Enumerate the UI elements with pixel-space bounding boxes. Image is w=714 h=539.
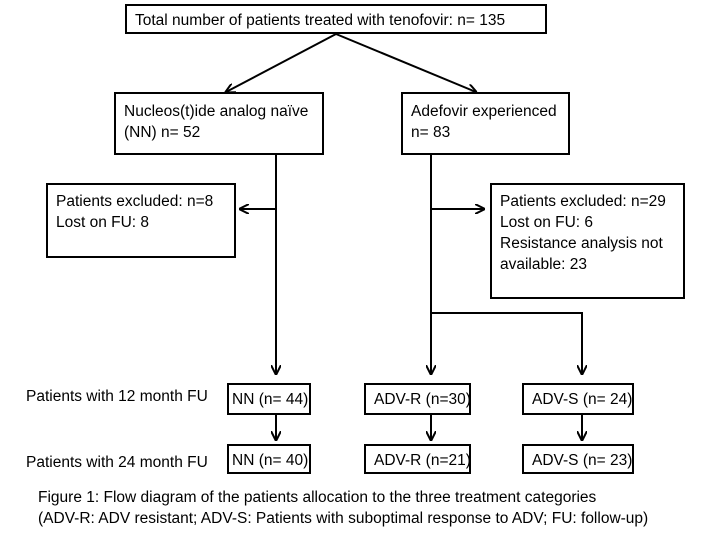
row-label-12-month: Patients with 12 month FU — [26, 388, 208, 405]
excluded-nn-box: Patients excluded: n=8 Lost on FU: 8 — [46, 183, 236, 258]
nn-24-text: NN (n= 40) — [232, 452, 309, 469]
nn-text-line2: (NN) n= 52 — [124, 124, 201, 141]
caption-line2: (ADV-R: ADV resistant; ADV-S: Patients w… — [38, 510, 649, 527]
advr-24-text: ADV-R (n=21) — [374, 452, 471, 469]
nn-text-line1: Nucleos(t)ide analog naïve — [124, 103, 309, 120]
caption-line1: Figure 1: Flow diagram of the patients a… — [38, 489, 597, 506]
excluded-adv-line2: Lost on FU: 6 — [500, 214, 594, 231]
excluded-nn-line1: Patients excluded: n=8 — [56, 193, 214, 210]
arrow-total-to-adv — [335, 33, 476, 92]
excluded-adv-box: Patients excluded: n=29 Lost on FU: 6 Re… — [490, 183, 685, 299]
advr-12-box: ADV-R (n=30) — [364, 383, 471, 415]
total-patients-text: Total number of patients treated with te… — [135, 12, 506, 29]
nn-12-text: NN (n= 44) — [232, 391, 309, 408]
nn-24-box: NN (n= 40) — [227, 444, 311, 474]
row-label-24-month: Patients with 24 month FU — [26, 454, 208, 471]
advs-24-box: ADV-S (n= 23) — [522, 444, 634, 474]
advs-24-text: ADV-S (n= 23) — [532, 452, 633, 469]
excluded-adv-line4: available: 23 — [500, 256, 588, 273]
nn-12-box: NN (n= 44) — [227, 383, 311, 415]
total-patients-box: Total number of patients treated with te… — [125, 4, 547, 34]
excluded-adv-line1: Patients excluded: n=29 — [500, 193, 666, 210]
advs-12-box: ADV-S (n= 24) — [522, 383, 634, 415]
adv-text-line1: Adefovir experienced — [411, 103, 557, 120]
excluded-adv-line3: Resistance analysis not — [500, 235, 663, 252]
excluded-nn-line2: Lost on FU: 8 — [56, 214, 150, 231]
adv-text-line2: n= 83 — [411, 124, 451, 141]
adv-box: Adefovir experienced n= 83 — [401, 92, 570, 155]
advr-24-box: ADV-R (n=21) — [364, 444, 471, 474]
branch-to-advs — [431, 312, 582, 374]
nn-box: Nucleos(t)ide analog naïve (NN) n= 52 — [114, 92, 324, 155]
figure-caption: Figure 1: Flow diagram of the patients a… — [38, 487, 648, 529]
arrow-total-to-nn — [226, 33, 337, 92]
advs-12-text: ADV-S (n= 24) — [532, 391, 633, 408]
advr-12-text: ADV-R (n=30) — [374, 391, 471, 408]
